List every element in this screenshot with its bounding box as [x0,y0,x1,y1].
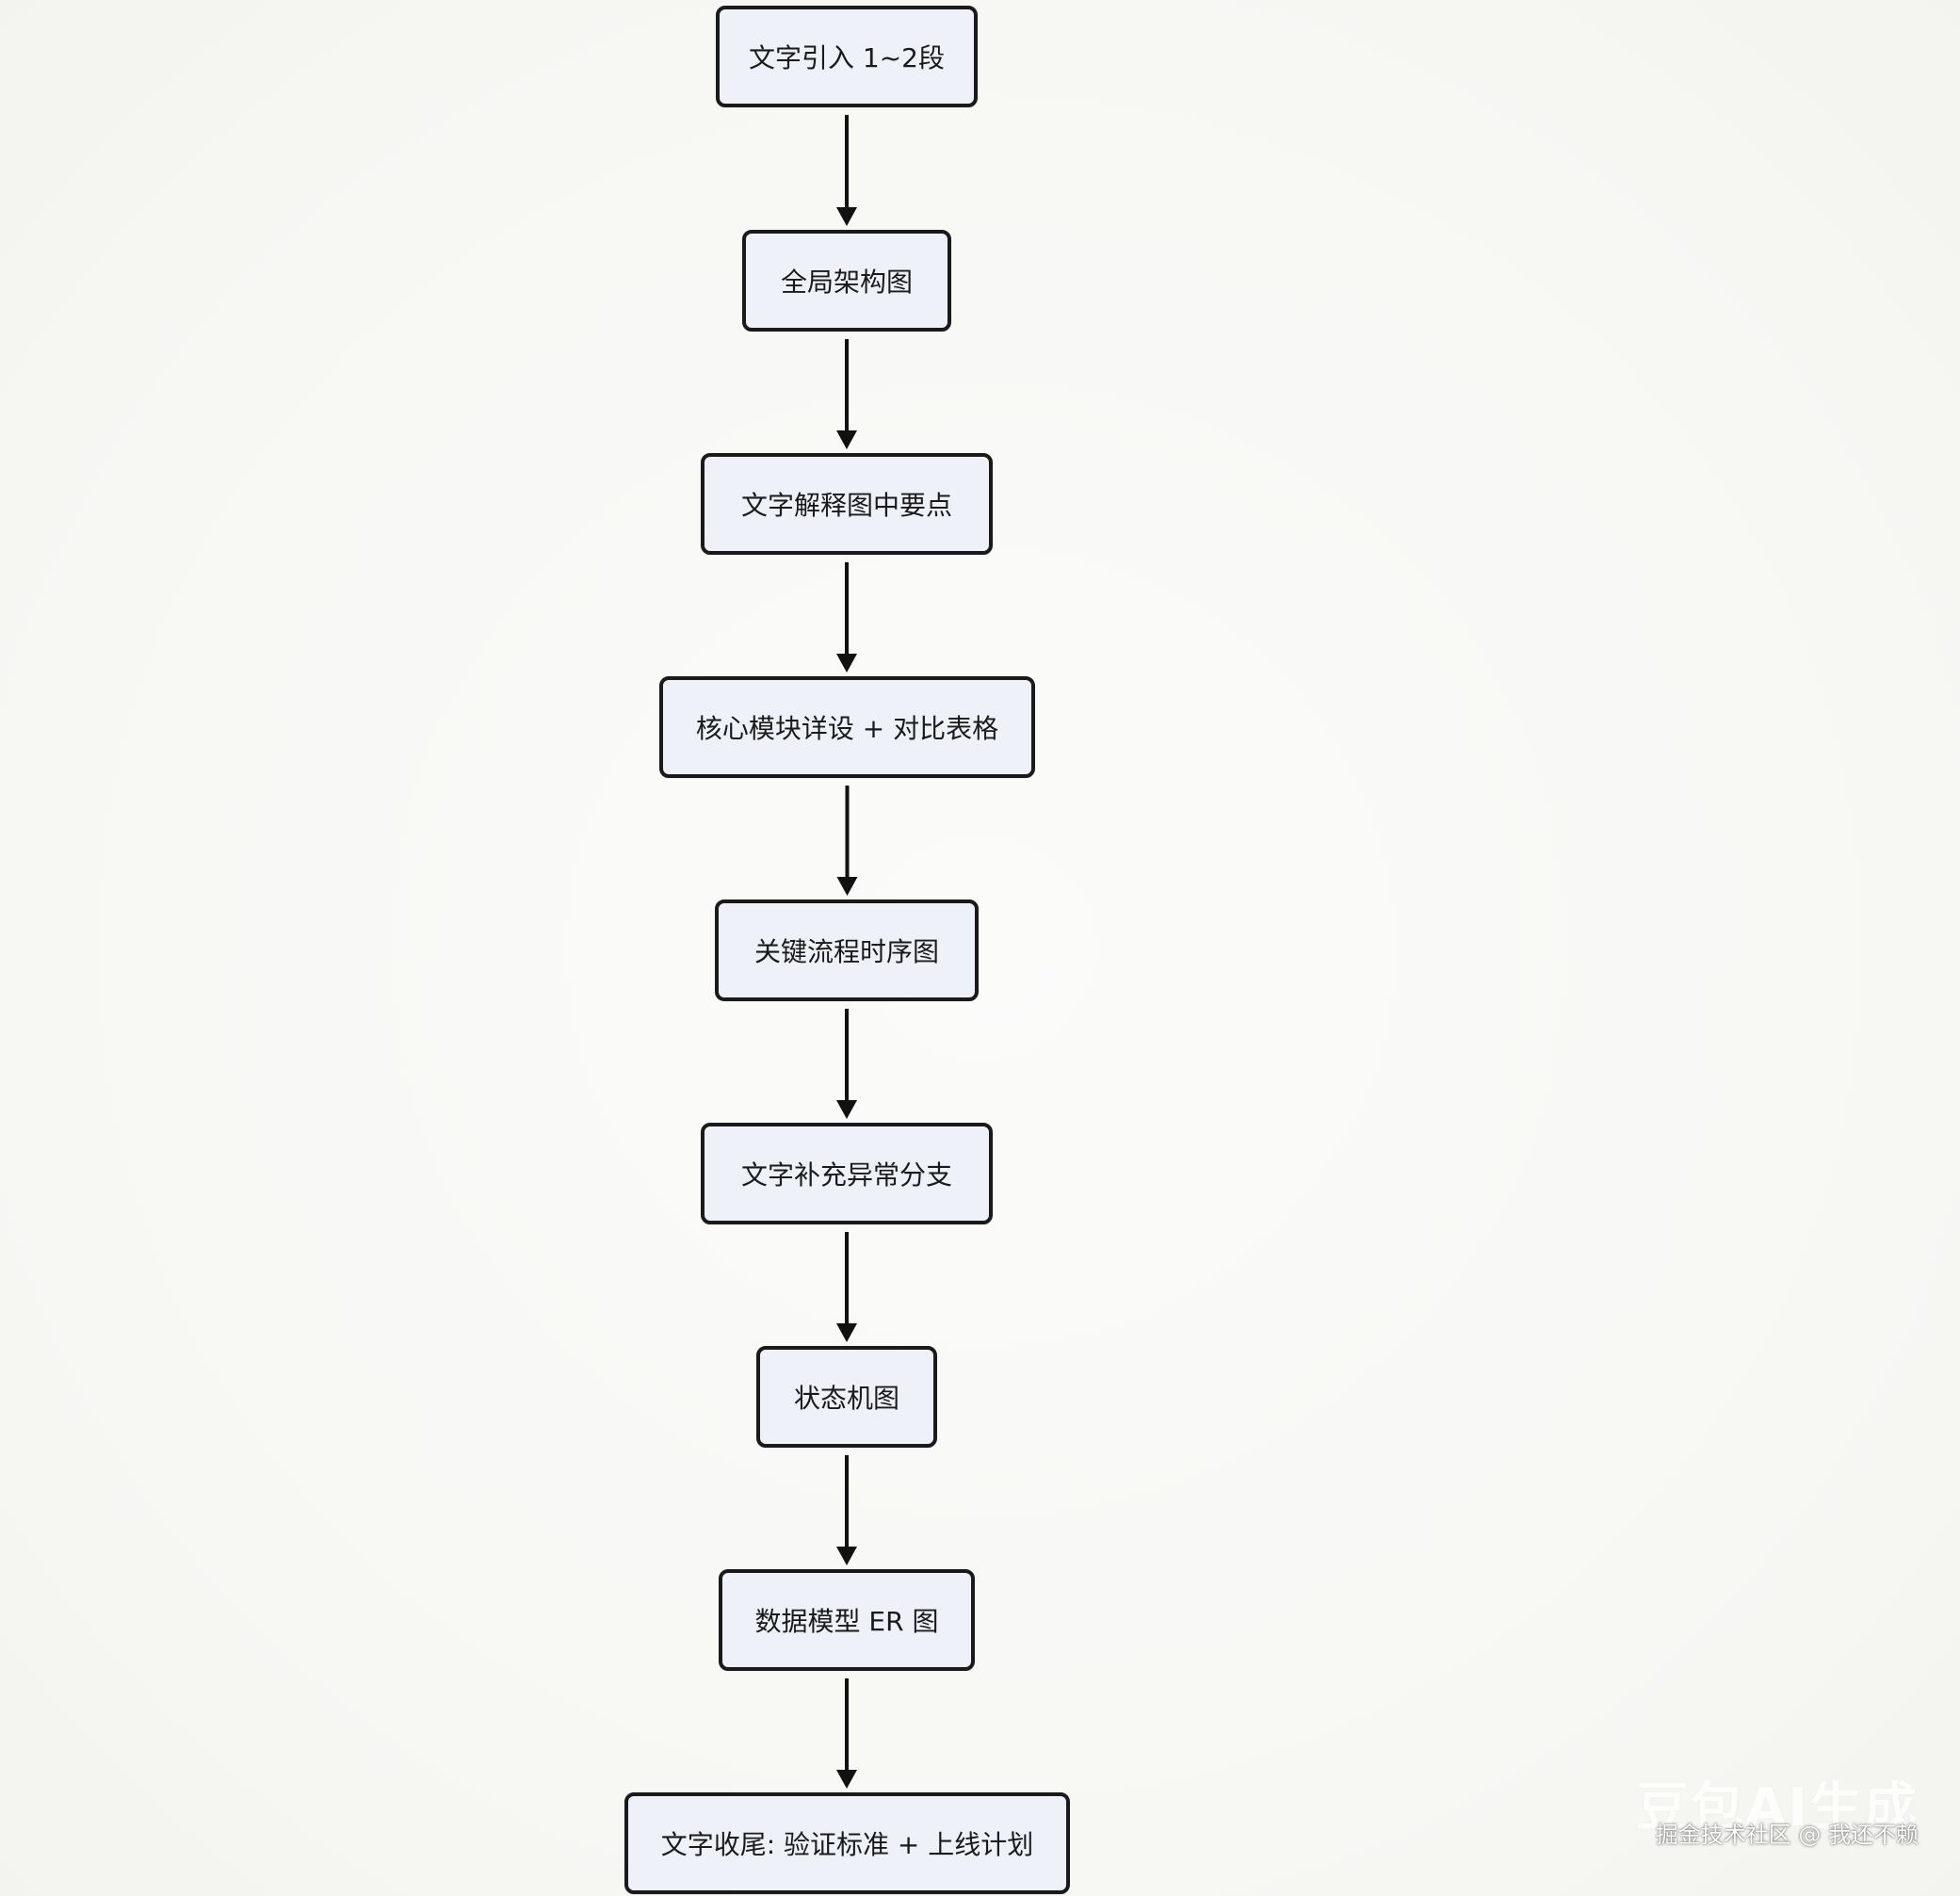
flow-node-er-diagram: 数据模型 ER 图 [719,1569,975,1671]
connector-arrowhead-4 [836,877,858,896]
flow-node-exception-branches: 文字补充异常分支 [701,1123,993,1224]
connector-arrowhead-5 [836,1100,857,1119]
connector-arrowhead-1 [836,207,857,226]
flow-node-core-module-design: 核心模块详设 + 对比表格 [659,676,1035,778]
flow-node-sequence-diagram: 关键流程时序图 [715,899,979,1001]
flow-node-intro: 文字引入 1~2段 [716,6,978,107]
connector-arrowhead-6 [836,1323,857,1342]
connector-arrowhead-7 [836,1547,857,1565]
flow-node-state-machine: 状态机图 [756,1346,937,1448]
connector-arrowhead-3 [836,654,857,673]
flow-node-explain-points: 文字解释图中要点 [701,453,993,555]
flow-node-global-architecture: 全局架构图 [742,230,951,332]
connector-arrowhead-8 [836,1770,857,1789]
flow-node-wrap-up: 文字收尾: 验证标准 + 上线计划 [624,1792,1070,1894]
connector-arrowhead-2 [836,430,857,449]
